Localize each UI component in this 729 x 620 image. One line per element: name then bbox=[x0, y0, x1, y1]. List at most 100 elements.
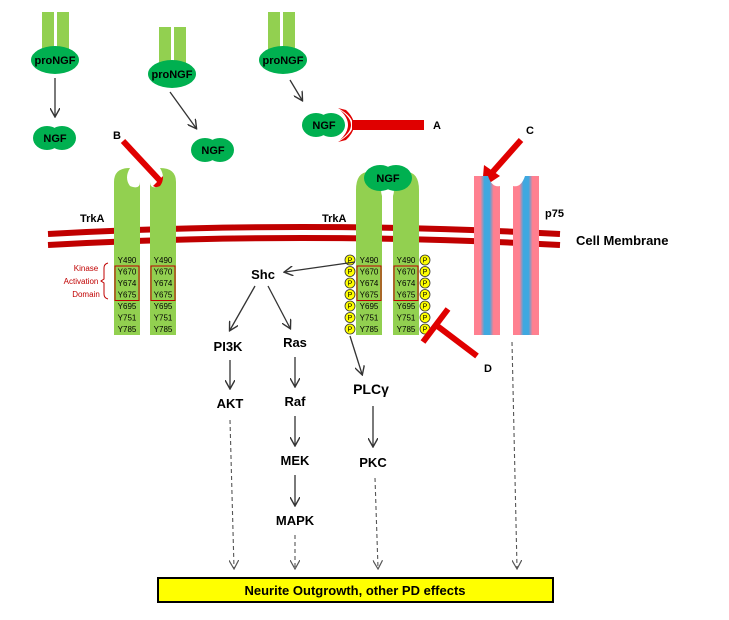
node-mek: MEK bbox=[281, 453, 311, 468]
kinase-domain-box bbox=[114, 265, 140, 301]
marker-a: A bbox=[433, 120, 441, 132]
tyrosine-residue: Y674 bbox=[118, 279, 137, 288]
phospho-marker bbox=[419, 266, 431, 277]
phospho-label: P bbox=[348, 269, 353, 276]
phospho-marker bbox=[344, 266, 356, 277]
phospho-label: P bbox=[348, 292, 353, 299]
inhibitor-a-bar bbox=[352, 120, 424, 130]
arrow-pkc-outcome bbox=[375, 477, 378, 568]
tyrosine-residue: Y675 bbox=[118, 291, 137, 300]
tyrosine-residue: Y675 bbox=[360, 291, 379, 300]
node-pkc: PKC bbox=[359, 455, 387, 470]
tyrosine-residue: Y785 bbox=[118, 325, 137, 334]
tyrosine-residue: Y670 bbox=[360, 268, 379, 277]
phospho-label: P bbox=[423, 258, 428, 265]
phospho-marker bbox=[419, 289, 431, 300]
phospho-label: P bbox=[348, 327, 353, 334]
phospho-label: P bbox=[423, 315, 428, 322]
tyrosine-residue: Y490 bbox=[360, 256, 379, 265]
tyrosine-residue: Y695 bbox=[360, 302, 379, 311]
node-akt: AKT bbox=[217, 396, 244, 411]
arrow-to-shc bbox=[285, 261, 356, 272]
node-ras: Ras bbox=[283, 335, 307, 350]
prongf-label: proNGF bbox=[263, 55, 304, 67]
outcome-box: Neurite Outgrowth, other PD effects bbox=[157, 577, 554, 603]
trka-label: TrkA bbox=[80, 213, 105, 225]
tyrosine-residue: Y751 bbox=[154, 314, 173, 323]
kinase-domain-annotation: Kinase Activation Domain bbox=[64, 262, 109, 300]
phospho-label: P bbox=[348, 304, 353, 311]
tyrosine-residue: Y675 bbox=[397, 291, 416, 300]
ngf-label: NGF bbox=[376, 173, 400, 185]
phospho-label: P bbox=[423, 304, 428, 311]
tyrosine-residue: Y674 bbox=[154, 279, 173, 288]
prongf-label: proNGF bbox=[152, 69, 193, 81]
phospho-marker bbox=[419, 254, 431, 266]
phospho-marker bbox=[344, 289, 356, 300]
marker-d: D bbox=[484, 363, 492, 375]
phospho-marker bbox=[344, 323, 356, 335]
kinase-label-2: Activation bbox=[64, 277, 99, 286]
trka-label: TrkA bbox=[322, 213, 347, 225]
tyrosine-residue: Y695 bbox=[397, 302, 416, 311]
phospho-marker bbox=[344, 277, 356, 289]
tyrosine-residue: Y675 bbox=[154, 291, 173, 300]
arrow-to-plc bbox=[349, 335, 362, 374]
tyrosine-residue: Y695 bbox=[154, 302, 173, 311]
tyrosine-residue: Y751 bbox=[397, 314, 416, 323]
arrow-shc-ras bbox=[267, 285, 290, 328]
tyrosine-residue: Y490 bbox=[118, 256, 137, 265]
node-shc: Shc bbox=[251, 267, 275, 282]
inhibitor-d: D bbox=[420, 307, 492, 375]
ngf-2: NGF bbox=[191, 138, 234, 162]
kinase-domain-box bbox=[356, 265, 382, 301]
phospho-marker bbox=[419, 277, 431, 289]
tyrosine-residue: Y785 bbox=[360, 325, 379, 334]
phospho-marker bbox=[344, 300, 356, 312]
ngf-sequestered: NGF A bbox=[302, 108, 441, 142]
tyrosine-residue: Y785 bbox=[397, 325, 416, 334]
ngf-label: NGF bbox=[43, 133, 67, 145]
tyrosine-residue: Y751 bbox=[360, 314, 379, 323]
trka-receptor-1: TrkA bbox=[80, 168, 176, 335]
phospho-label: P bbox=[348, 258, 353, 265]
phospho-label: P bbox=[423, 269, 428, 276]
cleavage-arrow bbox=[289, 79, 302, 100]
tyrosine-residue: Y674 bbox=[360, 279, 379, 288]
tyrosine-residue: Y751 bbox=[118, 314, 137, 323]
phospho-marker bbox=[419, 312, 431, 323]
phospho-label: P bbox=[348, 315, 353, 322]
node-mapk: MAPK bbox=[276, 513, 315, 528]
ngf-label: NGF bbox=[201, 145, 225, 157]
tyrosine-residue: Y695 bbox=[118, 302, 137, 311]
p75-label: p75 bbox=[545, 208, 564, 220]
marker-b: B bbox=[113, 130, 121, 142]
prongf-label: proNGF bbox=[35, 55, 76, 67]
tyrosine-residue: Y670 bbox=[397, 268, 416, 277]
tyrosine-residue: Y785 bbox=[154, 325, 173, 334]
kinase-domain-box bbox=[393, 265, 419, 301]
tyrosine-residue: Y674 bbox=[397, 279, 416, 288]
phospho-label: P bbox=[348, 281, 353, 288]
p75-receptor: p75 bbox=[474, 176, 564, 335]
tyrosine-residue: Y670 bbox=[118, 268, 137, 277]
prongf-3: proNGF bbox=[259, 12, 307, 74]
phospho-marker bbox=[419, 300, 431, 312]
ngf-label: NGF bbox=[312, 120, 336, 132]
kinase-label-3: Domain bbox=[72, 290, 100, 299]
node-raf: Raf bbox=[285, 394, 307, 409]
prongf-2: proNGF bbox=[148, 27, 196, 88]
node-plc: PLCγ bbox=[353, 381, 389, 397]
marker-c: C bbox=[526, 125, 534, 137]
phospho-label: P bbox=[423, 292, 428, 299]
outcome-label: Neurite Outgrowth, other PD effects bbox=[244, 583, 465, 598]
tyrosine-residue: Y490 bbox=[397, 256, 416, 265]
phospho-label: P bbox=[423, 281, 428, 288]
kinase-label-1: Kinase bbox=[74, 264, 99, 273]
prongf-1: proNGF bbox=[31, 12, 79, 74]
